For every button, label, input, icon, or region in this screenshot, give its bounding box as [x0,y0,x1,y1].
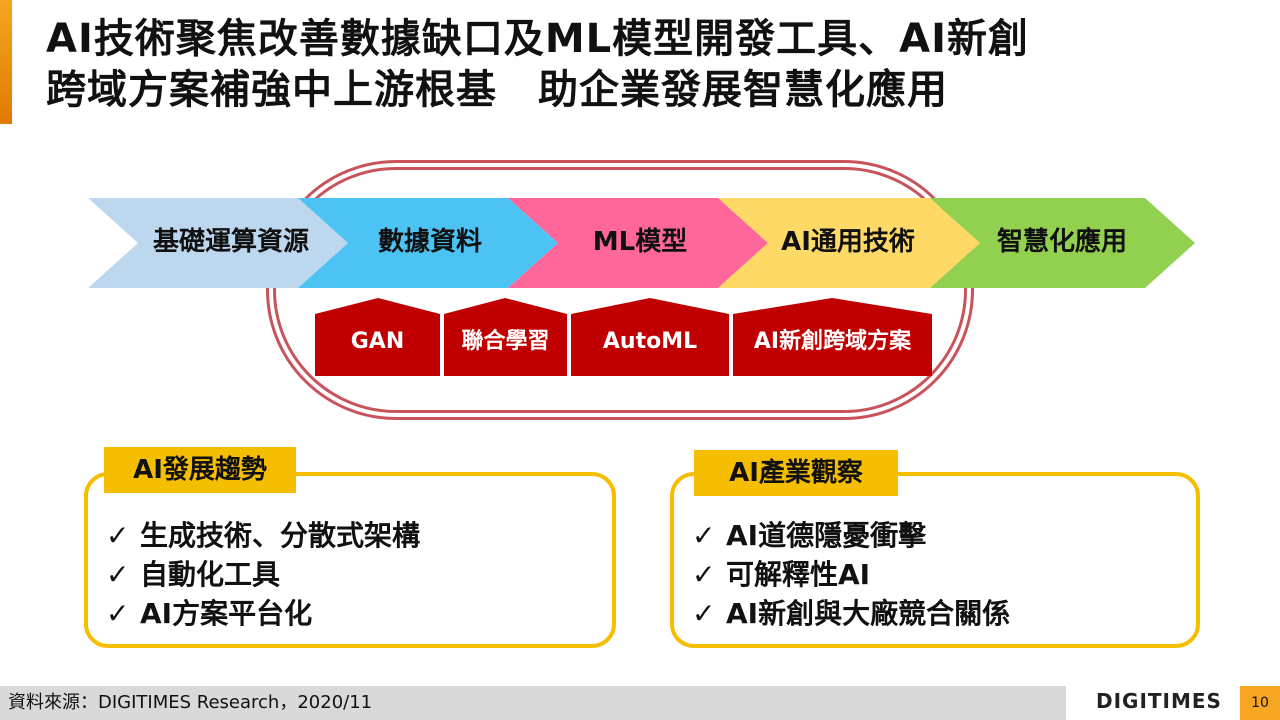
trends-list: ✓ 生成技術、分散式架構 ✓ 自動化工具 ✓ AI方案平台化 [106,516,420,633]
tool-tab-3 [571,298,729,376]
list-item: ✓ 生成技術、分散式架構 [106,516,420,555]
stage-label-2: 數據資料 [377,227,482,257]
list-item: ✓ 可解釋性AI [692,555,1010,594]
trend-item-3: AI方案平台化 [140,597,313,630]
trends-tag: AI發展趨勢 [104,447,296,493]
tool-tab-1 [315,298,440,376]
observations-panel [670,472,1200,648]
stage-label-1: 基礎運算資源 [152,227,309,257]
page-number: 10 [1240,686,1280,720]
observation-item-1: AI道德隱憂衝擊 [726,519,927,552]
observation-item-2: 可解釋性AI [726,558,871,591]
list-item: ✓ AI方案平台化 [106,594,420,633]
check-icon: ✓ [692,519,716,552]
chevron-stage-3 [508,198,768,288]
trends-panel [84,472,616,648]
title-accent-bar [0,0,12,124]
stage-label-4: AI通用技術 [781,227,915,257]
tool-label-4: AI新創跨域方案 [753,329,912,354]
observation-item-3: AI新創與大廠競合關係 [726,597,1011,630]
stage-label-5: 智慧化應用 [996,227,1127,257]
list-item: ✓ AI新創與大廠競合關係 [692,594,1010,633]
tool-label-1: GAN [350,329,405,354]
digitimes-logo: DIGITIMES [1096,689,1222,713]
check-icon: ✓ [692,597,716,630]
tool-label-3: AutoML [602,329,698,354]
trend-item-2: 自動化工具 [140,558,281,591]
chevron-stage-5 [930,198,1195,288]
check-icon: ✓ [106,558,130,591]
observations-list: ✓ AI道德隱憂衝擊 ✓ 可解釋性AI ✓ AI新創與大廠競合關係 [692,516,1010,633]
check-icon: ✓ [106,519,130,552]
chevron-stage-4 [718,198,980,288]
stage-label-3: ML模型 [592,227,688,257]
check-icon: ✓ [692,558,716,591]
observations-tag: AI產業觀察 [694,450,898,496]
source-footer: 資料來源：DIGITIMES Research，2020/11 [0,686,1066,720]
list-item: ✓ 自動化工具 [106,555,420,594]
tool-tab-2 [444,298,567,376]
slide-title: AI技術聚焦改善數據缺口及ML模型開發工具、AI新創 跨域方案補強中上游根基 助… [46,14,1266,116]
slide-title-line-1: AI技術聚焦改善數據缺口及ML模型開發工具、AI新創 [46,16,1029,62]
chevron-stage-1 [88,198,348,288]
trend-item-1: 生成技術、分散式架構 [140,519,421,552]
value-chain-diagram [88,198,1195,376]
list-item: ✓ AI道德隱憂衝擊 [692,516,1010,555]
slide-title-line-2: 跨域方案補強中上游根基 助企業發展智慧化應用 [46,67,948,113]
tool-label-2: 聯合學習 [461,329,550,354]
loop-frame [266,160,974,420]
tool-tab-4 [733,298,932,376]
chevron-stage-2 [298,198,558,288]
check-icon: ✓ [106,597,130,630]
